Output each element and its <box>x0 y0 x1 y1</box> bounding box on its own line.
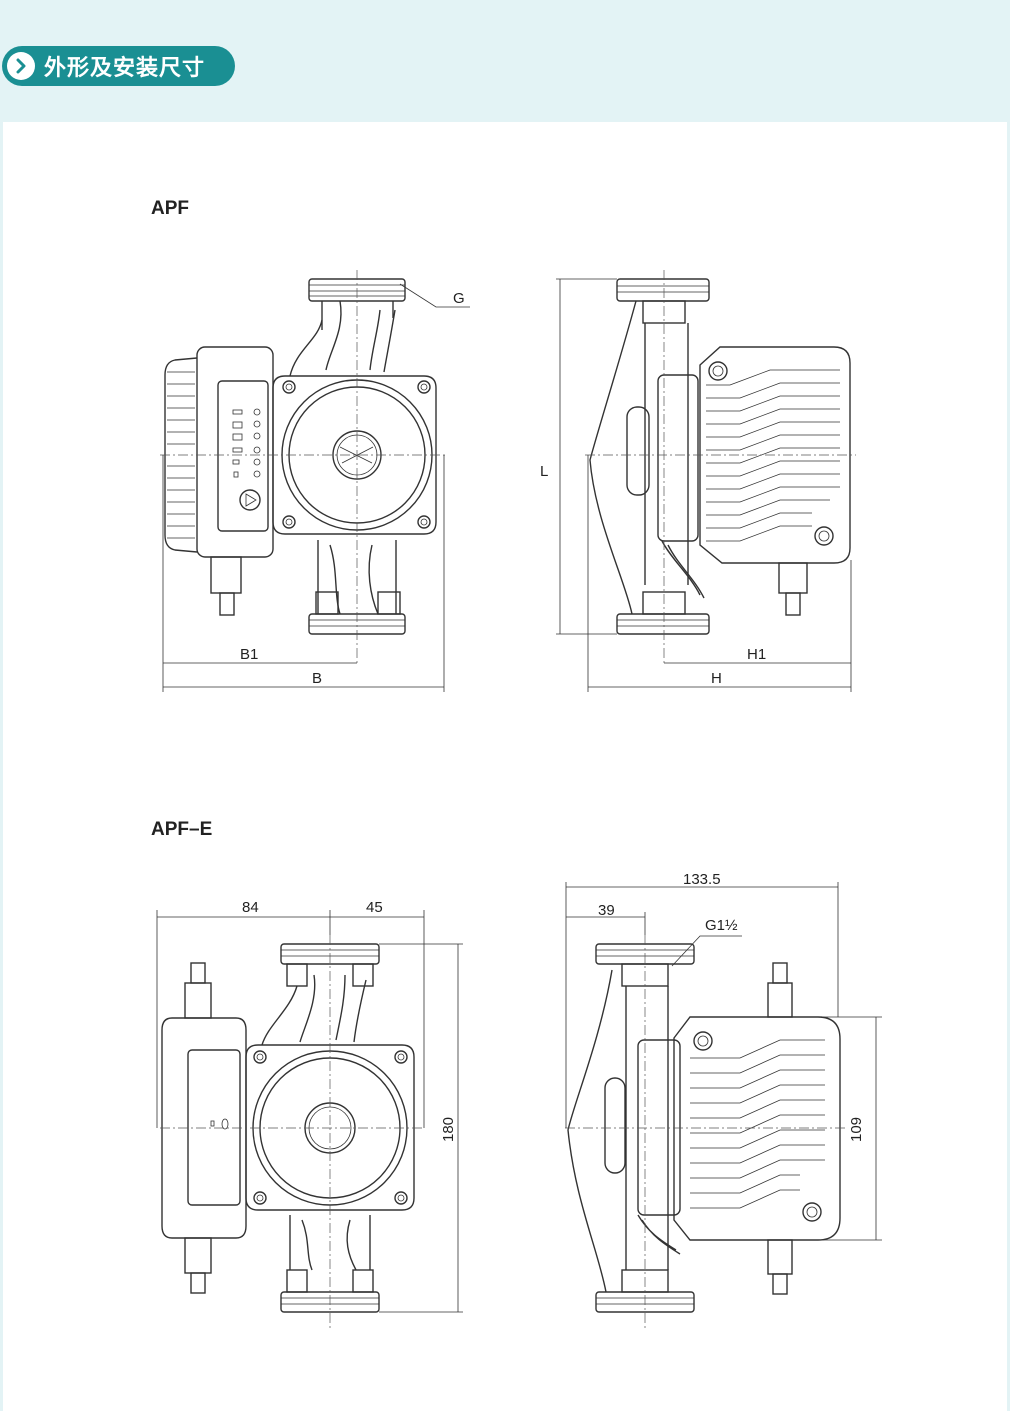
dim-label-133-5: 133.5 <box>683 871 721 888</box>
apf-e-front-view <box>156 910 463 1330</box>
apf-e-side-view <box>565 882 882 1330</box>
dim-label-b1: B1 <box>240 646 258 663</box>
apf-front-view <box>160 270 470 692</box>
dim-label-h: H <box>711 670 722 687</box>
dim-label-l: L <box>540 463 548 480</box>
apf-side-view <box>556 270 856 692</box>
dim-label-180: 180 <box>440 1117 457 1142</box>
dim-label-h1: H1 <box>747 646 766 663</box>
dim-label-45: 45 <box>366 899 383 916</box>
dim-label-thread: G1½ <box>705 917 738 934</box>
section-title: 外形及安装尺寸 <box>44 56 206 81</box>
dim-label-109: 109 <box>848 1117 865 1142</box>
section-title-badge: 外形及安装尺寸 <box>2 46 235 86</box>
chevron-right-icon <box>7 52 35 80</box>
dim-label-39: 39 <box>598 902 615 919</box>
model-label-apf-e: APF–E <box>151 819 213 840</box>
model-label-apf: APF <box>151 198 189 219</box>
dim-label-g: G <box>453 290 465 307</box>
dim-label-b: B <box>312 670 322 687</box>
dim-label-84: 84 <box>242 899 259 916</box>
